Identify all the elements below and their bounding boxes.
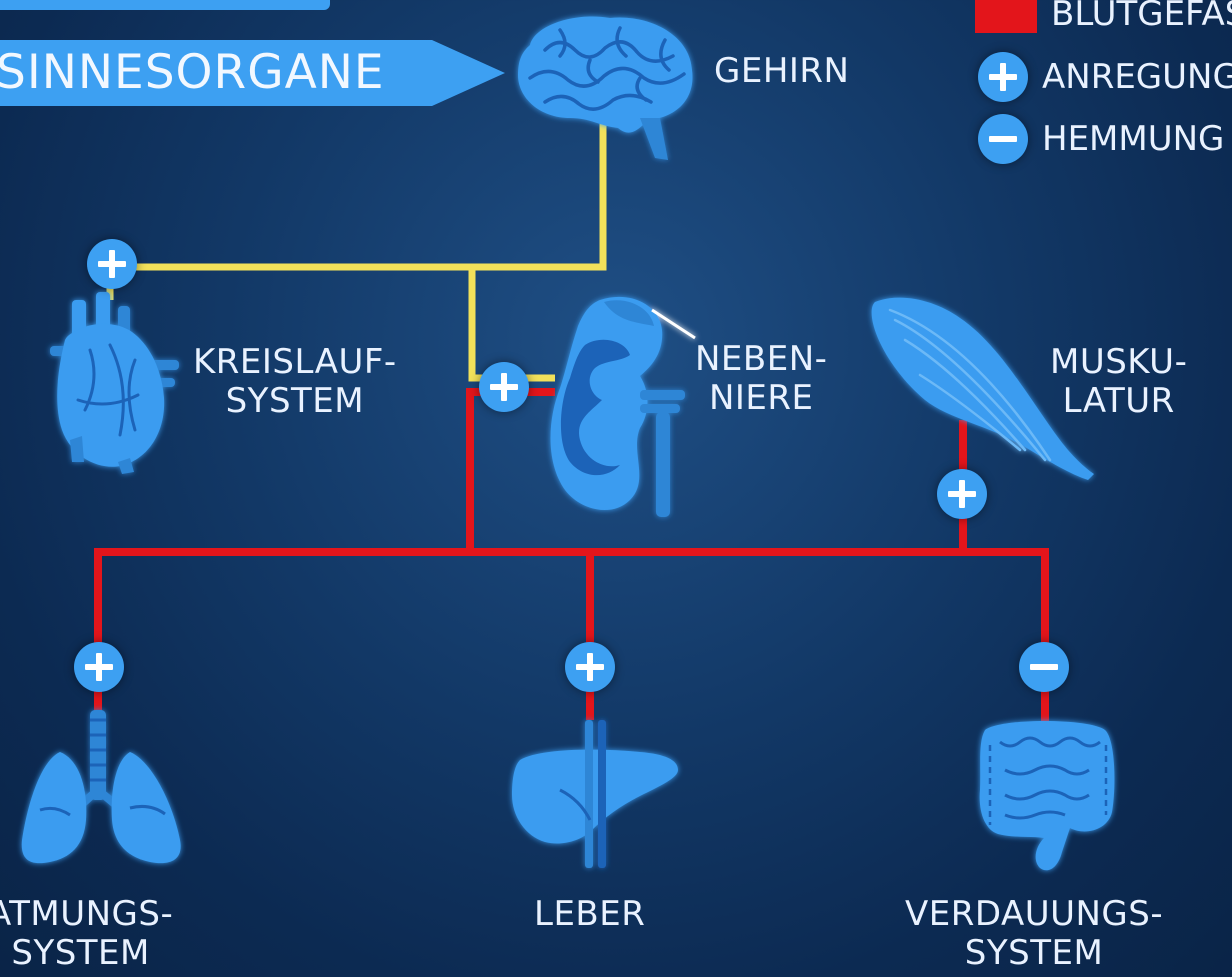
legend-blood-vessels-label: BLUTGEFÄSSE <box>1051 0 1232 34</box>
intestines-icon <box>980 721 1115 870</box>
nerve-lines <box>110 118 603 378</box>
legend-stimulation-label: ANREGUNG <box>1042 57 1232 97</box>
adrenal-stimulation-sign <box>479 362 529 412</box>
respiratory-label: ATMUNGS-SYSTEM <box>0 895 173 973</box>
circulatory-stimulation-sign <box>87 239 137 289</box>
lungs-icon <box>22 710 181 863</box>
legend-stimulation: ANREGUNG <box>978 52 1232 102</box>
muscle-label: MUSKU-LATUR <box>1050 343 1187 421</box>
nerve-line-to-adrenal <box>472 267 555 378</box>
blood-line-main <box>98 552 1045 735</box>
legend-inhibition: HEMMUNG <box>978 114 1224 164</box>
plus-icon <box>978 52 1028 102</box>
liver-stimulation-sign <box>565 642 615 692</box>
liver-label: LEBER <box>534 895 645 934</box>
muscle-stimulation-sign <box>937 469 987 519</box>
liver-icon <box>512 720 678 868</box>
blood-line-adrenal <box>470 392 555 552</box>
respiratory-stimulation-sign <box>74 642 124 692</box>
digestive-inhibition-sign <box>1019 642 1069 692</box>
nerve-line-brain-to-heart <box>110 118 603 300</box>
kidney-icon <box>550 297 695 517</box>
adrenal-label: NEBEN-NIERE <box>695 340 827 418</box>
circulatory-label: KREISLAUF-SYSTEM <box>193 343 397 421</box>
digestive-label: VERDAUUNGS-SYSTEM <box>905 895 1163 973</box>
heart-icon <box>50 292 179 474</box>
minus-icon <box>978 114 1028 164</box>
legend-red-swatch <box>975 0 1037 33</box>
legend-inhibition-label: HEMMUNG <box>1042 119 1224 159</box>
brain-label: GEHIRN <box>714 52 849 91</box>
legend-blood-vessels: BLUTGEFÄSSE <box>975 0 1232 34</box>
